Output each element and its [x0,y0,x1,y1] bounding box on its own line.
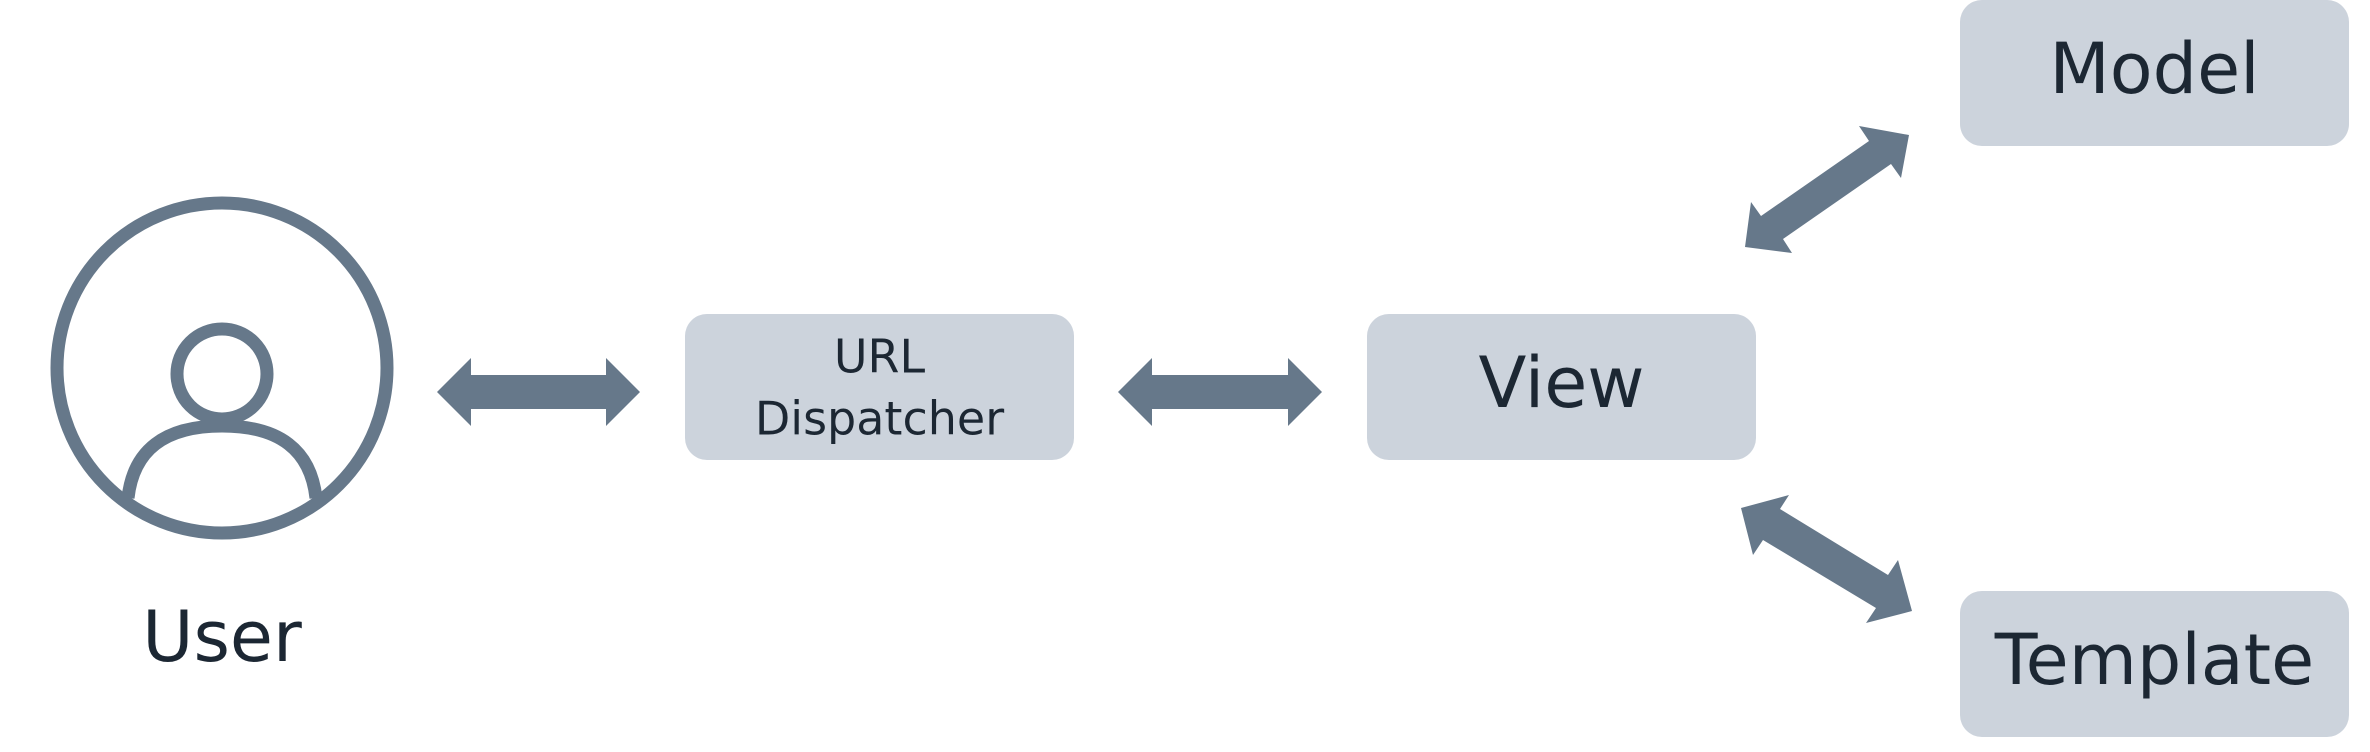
arrow-view-model [1745,126,1909,253]
view-label: View [1478,342,1644,424]
model-label: Model [2049,28,2259,110]
model-node: Model [1960,0,2349,146]
arrow-url-dispatcher-view [1118,358,1322,426]
arrow-user-url-dispatcher [437,358,640,426]
view-node: View [1367,314,1756,460]
url-dispatcher-node: URL Dispatcher [685,314,1074,460]
user-avatar-icon [50,196,394,540]
template-node: Template [1960,591,2349,737]
url-dispatcher-label-line2: Dispatcher [755,392,1004,446]
arrow-view-template [1741,495,1912,623]
template-label: Template [1994,619,2314,701]
user-label: User [142,596,302,678]
url-dispatcher-label-line1: URL [834,330,926,384]
